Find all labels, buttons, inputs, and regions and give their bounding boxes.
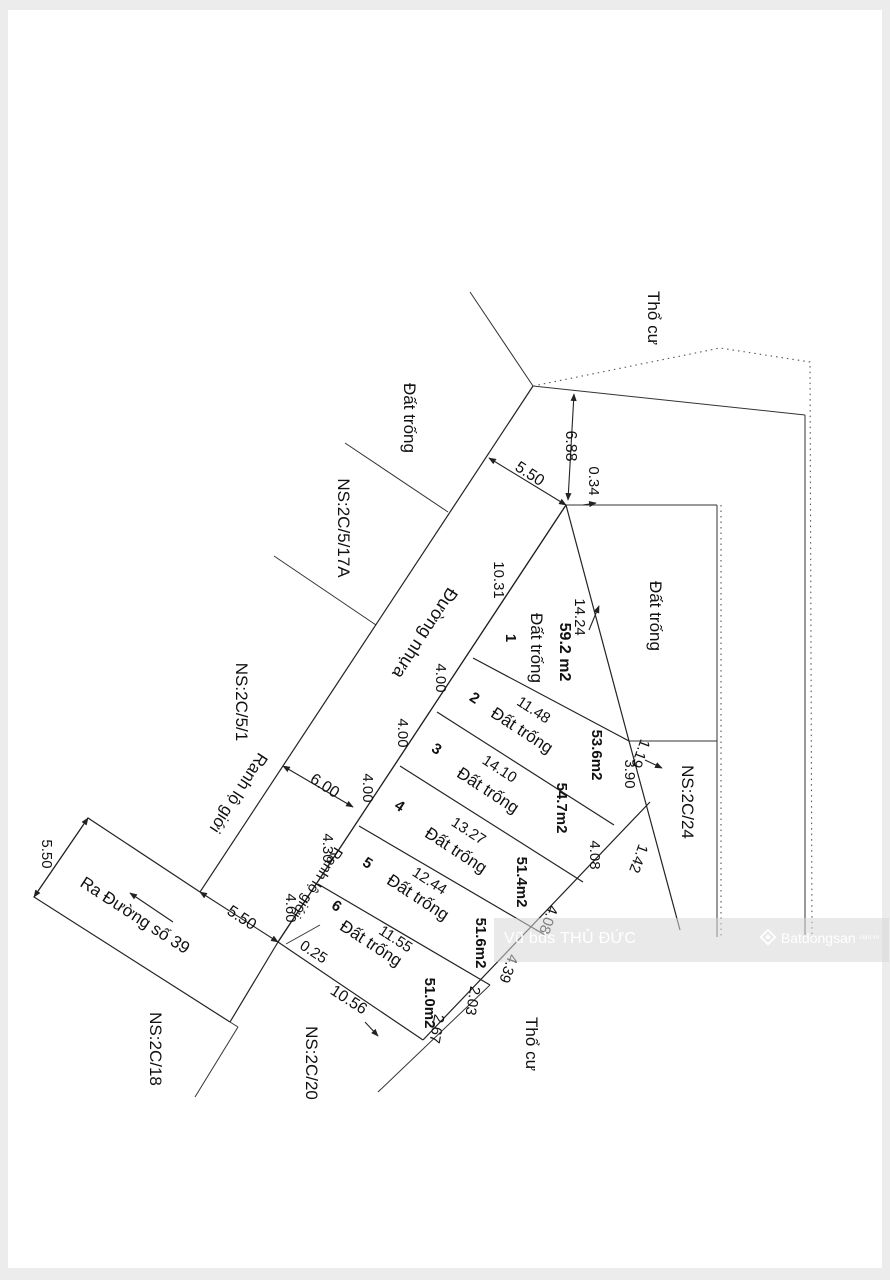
label-road: Đường nhựa [388,584,462,683]
label-ns-2c-24: NS:2C/24 [678,765,697,839]
batdongsan-logo-icon [759,929,777,946]
label-ns-2c-5-1: NS:2C/5/1 [232,663,251,741]
dim-550-left: 5.50 [38,839,55,868]
dimension-arrows [33,393,663,1037]
watermark-seller-text: Vũ bds THỦ ĐỨC [504,930,637,947]
label-dat-trong-left: Đất trống [400,383,419,453]
dim-390: 3.90 [621,759,638,788]
dim-203: 2.03 [462,985,484,1017]
neighbour-boundaries [273,291,813,937]
dim-1424: 14.24 [571,598,588,636]
road-labels: Đường nhựa Ranh lộ giới Ranh lộ giới Ra … [77,584,462,958]
watermark-brand-suffix: com.vn [859,935,879,941]
dim-1056: 10.56 [327,982,370,1018]
lot-5-number: 5 [359,854,375,873]
lot-3-number: 3 [428,740,444,759]
label-exit-road: Ra Đường số 39 [77,873,193,958]
label-tho-cu-top: Thổ cư [644,291,663,345]
lot-6-number: 6 [328,897,344,916]
dim-142: 1.42 [625,842,651,875]
dim-267: 2.67 [426,1013,448,1045]
lot-3-area: 54.7m2 [553,783,570,834]
lot-6-area: 51.0m2 [421,978,438,1029]
lot-1-number: 1 [502,634,519,642]
lot-5-area: 51.6m2 [472,918,489,969]
dim-1031: 10.31 [490,561,507,599]
lot-4-number: 4 [391,797,408,816]
label-dat-trong-right: Đất trống [646,581,665,651]
dim-408-a: 4.08 [586,840,603,869]
dim-025: 0.25 [297,937,331,967]
label-ns-2c-18: NS:2C/18 [146,1012,165,1086]
page-sheet [8,10,882,1268]
road-boundaries [199,385,567,943]
dim-430: 4.30 [319,833,336,862]
lot-2-area: 53.6m2 [588,730,605,781]
dim-550-top: 5.50 [512,459,547,490]
lot-4-area: 51.4m2 [513,857,530,908]
dim-550-bottom: 5.50 [224,903,259,934]
lot-1-area: 59.2 m2 [556,623,573,682]
label-tho-cu-bottom: Thổ cư [522,1017,541,1071]
lot-1-status: Đất trống [527,613,546,683]
dim-400-a: 4.00 [432,663,449,692]
watermark-banner: Vũ bds THỦ ĐỨC Batdongsan com.vn [494,918,889,962]
label-ns-2c-5-17a: NS:2C/5/17A [334,478,353,578]
dim-400-b: 4.00 [394,718,411,747]
watermark-brand-name: Batdongsan [780,930,856,946]
lot-2-number: 2 [466,689,482,708]
label-ranh-lo-gioi-1: Ranh lộ giới [206,749,272,836]
label-ns-2c-20: NS:2C/20 [302,1026,321,1100]
dim-400-c: 4.00 [359,773,376,802]
dim-688: 6.88 [562,430,579,461]
watermark-brand: Batdongsan com.vn [759,929,879,947]
dim-034: 0.34 [585,466,602,495]
area-labels: Thổ cư Đất trống NS:2C/5/17A Đất trống N… [146,291,697,1100]
dim-460: 4.60 [282,893,299,922]
